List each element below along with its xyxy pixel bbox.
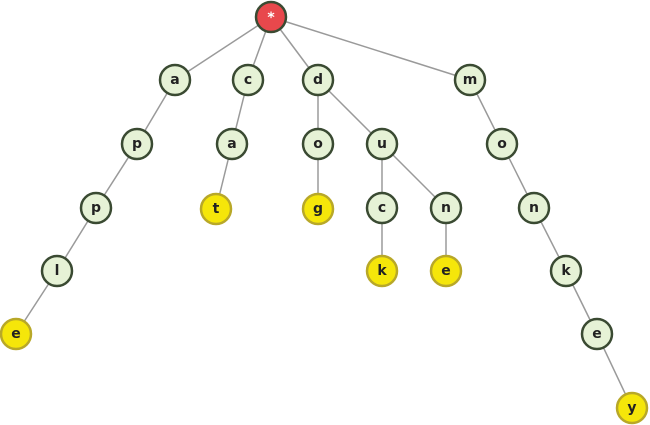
node-circle xyxy=(215,127,249,161)
node-label: k xyxy=(377,263,387,279)
terminal-node-duck: k xyxy=(365,254,399,288)
node-circle xyxy=(517,191,551,225)
node-label: k xyxy=(561,263,571,279)
node-label: a xyxy=(227,136,236,152)
node-label: g xyxy=(313,201,323,217)
node-circle xyxy=(580,317,614,351)
node-circle xyxy=(301,127,335,161)
node-label: l xyxy=(55,263,60,279)
terminal-node-apple: e xyxy=(0,317,33,351)
node-label: o xyxy=(313,136,323,152)
trie-node-monke: e xyxy=(580,317,614,351)
node-circle xyxy=(365,254,399,288)
trie-node-d: d xyxy=(301,63,335,97)
trie-node-duc: c xyxy=(365,191,399,225)
trie-node-du: u xyxy=(365,127,399,161)
node-label: p xyxy=(132,136,142,152)
trie-node-app: p xyxy=(79,191,113,225)
trie-node-appl: l xyxy=(40,254,74,288)
node-label: m xyxy=(463,72,478,88)
trie-node-c: c xyxy=(231,63,265,97)
node-label: o xyxy=(497,136,507,152)
edge-root-m xyxy=(270,16,471,81)
node-label: n xyxy=(441,200,451,216)
node-circle xyxy=(158,63,192,97)
trie-node-m: m xyxy=(453,63,487,97)
terminal-node-dog: g xyxy=(301,192,335,226)
terminal-node-monkey: y xyxy=(615,391,649,425)
node-circle xyxy=(40,254,74,288)
node-label: c xyxy=(244,72,252,88)
node-label: p xyxy=(91,200,101,216)
node-label: y xyxy=(627,400,636,416)
trie-node-ca: a xyxy=(215,127,249,161)
terminal-node-cat: t xyxy=(199,192,233,226)
node-circle xyxy=(199,192,233,226)
node-circle xyxy=(485,127,519,161)
trie-node-dun: n xyxy=(429,191,463,225)
node-circle xyxy=(429,191,463,225)
trie-node-monk: k xyxy=(549,254,583,288)
node-label: d xyxy=(313,72,323,88)
node-label: t xyxy=(213,201,220,217)
node-circle xyxy=(365,127,399,161)
node-circle xyxy=(365,191,399,225)
root-node: * xyxy=(254,0,288,34)
node-circle xyxy=(254,0,288,34)
node-circle xyxy=(301,192,335,226)
node-circle xyxy=(453,63,487,97)
node-circle xyxy=(549,254,583,288)
node-label: * xyxy=(267,10,275,26)
trie-node-a: a xyxy=(158,63,192,97)
node-circle xyxy=(429,254,463,288)
trie-node-mo: o xyxy=(485,127,519,161)
node-label: c xyxy=(378,200,386,216)
node-label: a xyxy=(170,72,179,88)
node-label: n xyxy=(529,200,539,216)
node-label: e xyxy=(441,263,451,279)
node-circle xyxy=(0,317,33,351)
node-label: e xyxy=(11,326,21,342)
edge-root-a xyxy=(174,16,272,81)
terminal-node-dune: e xyxy=(429,254,463,288)
node-label: u xyxy=(377,136,387,152)
node-label: e xyxy=(592,326,602,342)
trie-node-ap: p xyxy=(120,127,154,161)
trie-node-mon: n xyxy=(517,191,551,225)
node-circle xyxy=(120,127,154,161)
trie-node-do: o xyxy=(301,127,335,161)
node-circle xyxy=(615,391,649,425)
node-circle xyxy=(231,63,265,97)
node-circle xyxy=(301,63,335,97)
node-circle xyxy=(79,191,113,225)
